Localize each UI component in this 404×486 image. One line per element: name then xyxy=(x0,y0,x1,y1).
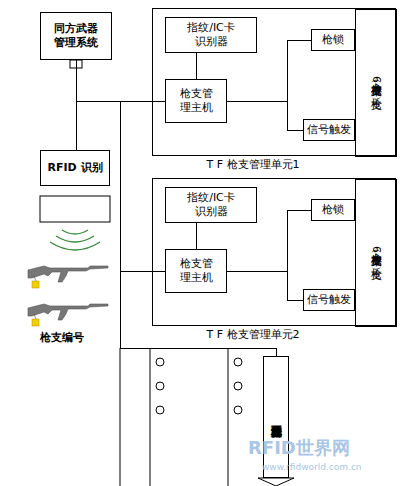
node-label: RFID 识别 xyxy=(47,161,102,175)
wire-connector xyxy=(76,60,77,150)
wire-connector xyxy=(227,40,311,101)
rack-box: 枪支存放架（64支枪） xyxy=(355,9,397,157)
system-box: 同方武器管理系统 xyxy=(40,12,112,60)
node-label: 指纹/IC卡识别器 xyxy=(182,21,240,49)
host-box: 枪支管理主机 xyxy=(165,249,227,293)
wire-connector xyxy=(227,271,303,300)
wire-connector xyxy=(196,53,197,79)
node-label: 枪支存放架（64支枪） xyxy=(369,76,383,90)
rack-box: 枪支存放架（64支枪） xyxy=(355,179,397,327)
trigger-box: 信号触发 xyxy=(303,119,355,141)
node-label: 枪支管理主机 xyxy=(176,257,216,285)
rfid-box: RFID 识别 xyxy=(40,150,110,186)
unit-group: T F 枪支管理单元1指纹/IC卡识别器枪支管理主机枪锁信号触发枪支存放架（64… xyxy=(152,8,396,156)
wire-connector xyxy=(76,60,276,356)
wire-connector xyxy=(227,210,311,271)
unit-title: T F 枪支管理单元1 xyxy=(153,158,353,172)
node-label: 信号触发 xyxy=(307,293,351,307)
tag-label: 枪支编号 xyxy=(40,330,84,345)
more-units-box: 更多枪支管理单元 xyxy=(263,356,289,478)
port-square xyxy=(70,60,82,68)
node-label: 信号触发 xyxy=(307,123,351,137)
watermark-url: www.rfidworld.com.cn xyxy=(262,462,362,472)
node-label: 枪支存放架（64支枪） xyxy=(369,246,383,260)
reader-antenna xyxy=(40,196,110,222)
rifle-icon xyxy=(28,304,108,326)
wire-connector xyxy=(196,223,197,249)
node-label: 指纹/IC卡识别器 xyxy=(182,191,240,219)
node-label: 枪支管理主机 xyxy=(176,87,216,115)
node-label: 枪锁 xyxy=(322,203,344,217)
reader-box: 指纹/IC卡识别器 xyxy=(165,187,257,223)
radio-waves xyxy=(50,230,100,250)
lock-box: 枪锁 xyxy=(311,29,355,51)
reader-box: 指纹/IC卡识别器 xyxy=(165,17,257,53)
trigger-box: 信号触发 xyxy=(303,289,355,311)
ellipsis-dots xyxy=(156,358,242,414)
unit-group: T F 枪支管理单元2指纹/IC卡识别器枪支管理主机枪锁信号触发枪支存放架（64… xyxy=(152,178,396,326)
host-box: 枪支管理主机 xyxy=(165,79,227,123)
node-label: 同方武器管理系统 xyxy=(51,22,101,50)
node-label: 枪锁 xyxy=(322,33,344,47)
unit-title: T F 枪支管理单元2 xyxy=(153,328,353,342)
lock-box: 枪锁 xyxy=(311,199,355,221)
wire-connector xyxy=(227,101,303,130)
watermark: RFID世界网 xyxy=(248,436,350,460)
rifle-icon xyxy=(28,266,108,288)
